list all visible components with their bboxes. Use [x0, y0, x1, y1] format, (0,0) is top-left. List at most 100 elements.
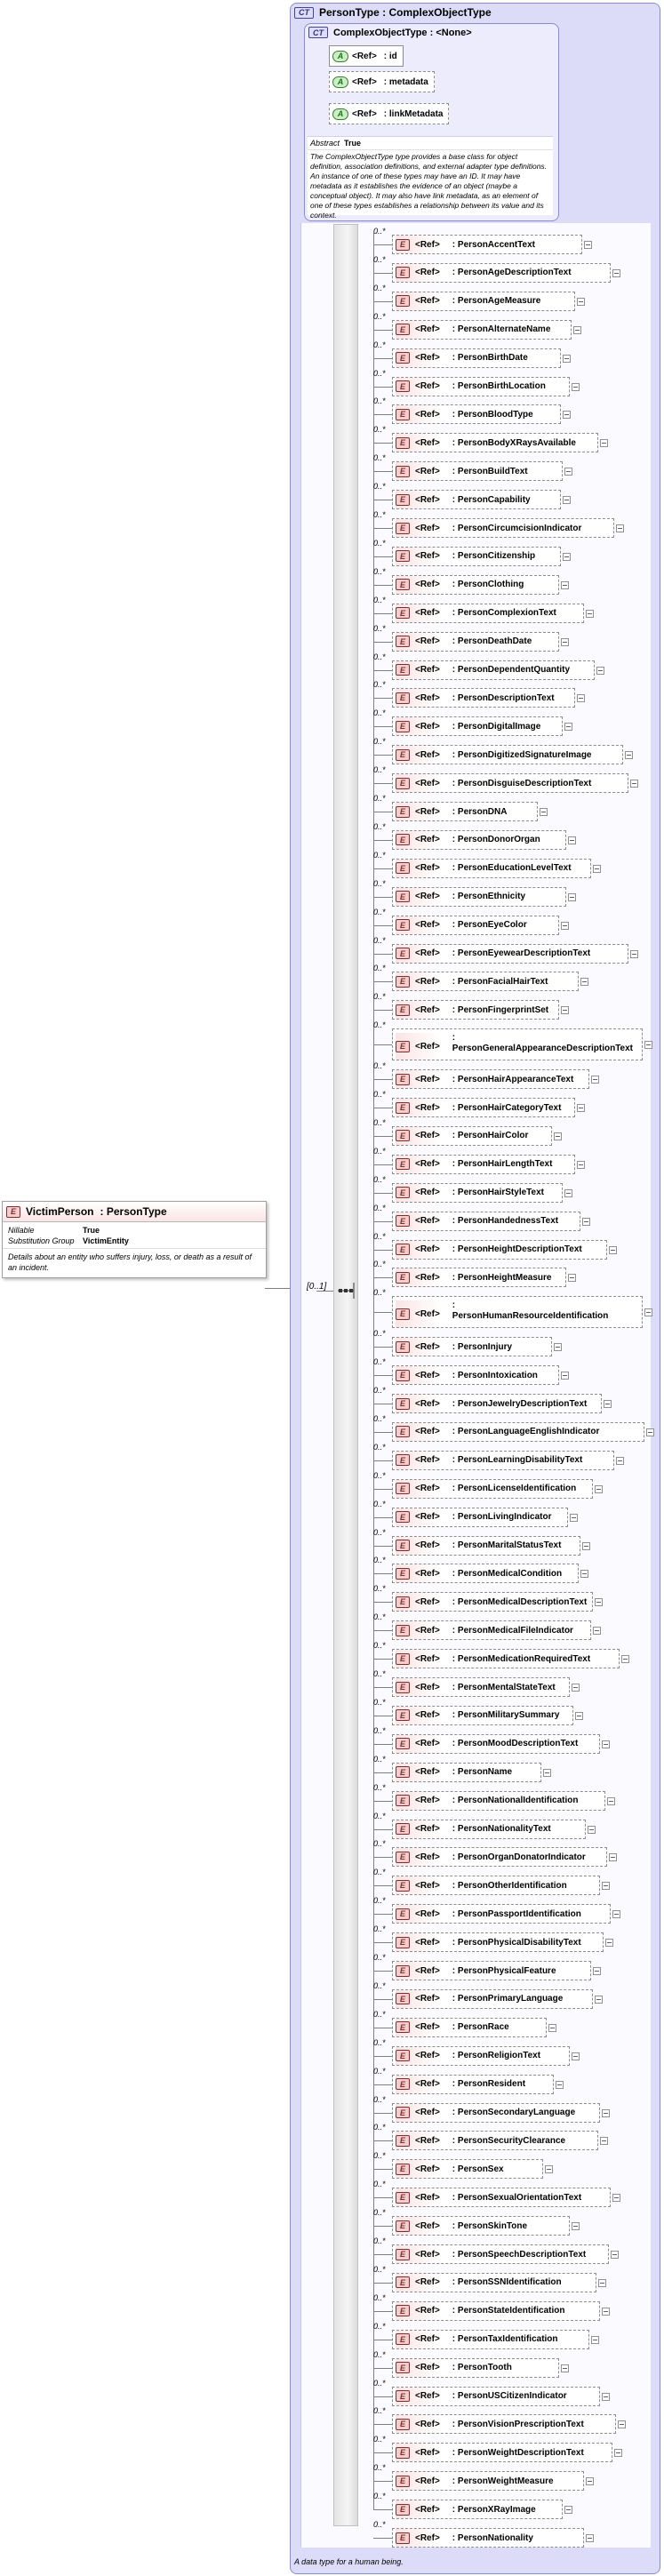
expand-icon[interactable]	[564, 2506, 572, 2515]
element-row[interactable]: E<Ref>: PersonResident	[392, 2074, 554, 2094]
expand-icon[interactable]	[570, 1513, 578, 1522]
element-row[interactable]: E<Ref>: PersonDescriptionText	[392, 688, 575, 708]
expand-icon[interactable]	[564, 723, 572, 732]
element-row[interactable]: E<Ref>: PersonAgeDescriptionText	[392, 262, 611, 283]
expand-icon[interactable]	[543, 1768, 551, 1777]
element-row[interactable]: E<Ref>: PersonMedicalCondition	[392, 1564, 579, 1584]
expand-icon[interactable]	[602, 2108, 610, 2117]
element-row[interactable]: E<Ref>: PersonDigitalImage	[392, 716, 563, 737]
element-row[interactable]: E<Ref>: PersonSexualOrientationText	[392, 2188, 611, 2208]
element-row[interactable]: E<Ref>: PersonPassportIdentification	[392, 1904, 611, 1924]
element-row[interactable]: E<Ref>: PersonNationality	[392, 2528, 584, 2548]
element-row[interactable]: E<Ref>: PersonMedicalFileIndicator	[392, 1620, 591, 1641]
expand-icon[interactable]	[616, 524, 624, 532]
expand-icon[interactable]	[586, 2477, 594, 2486]
element-row[interactable]: E<Ref>: PersonUSCitizenIndicator	[392, 2386, 600, 2406]
element-row[interactable]: E<Ref>: PersonJewelryDescriptionText	[392, 1394, 602, 1413]
expand-icon[interactable]	[572, 2052, 580, 2060]
element-row[interactable]: E<Ref>: PersonWeightMeasure	[392, 2471, 584, 2492]
expand-icon[interactable]	[568, 1274, 576, 1283]
element-row[interactable]: E<Ref>: PersonNationalIdentification	[392, 1790, 605, 1811]
expand-icon[interactable]	[582, 1541, 590, 1550]
expand-icon[interactable]	[595, 1995, 603, 2004]
expand-icon[interactable]	[568, 892, 576, 901]
expand-icon[interactable]	[605, 1939, 613, 1948]
element-row[interactable]: E<Ref>: PersonWeightDescriptionText	[392, 2443, 612, 2463]
expand-icon[interactable]	[602, 1740, 610, 1748]
expand-icon[interactable]	[607, 1796, 615, 1805]
expand-icon[interactable]	[556, 2080, 564, 2089]
element-row[interactable]: E<Ref>: PersonMaritalStatusText	[392, 1535, 580, 1556]
element-row[interactable]: E<Ref>: PersonOrganDonatorIndicator	[392, 1847, 607, 1868]
expand-icon[interactable]	[598, 2278, 606, 2287]
element-row[interactable]: E<Ref>: PersonDependentQuantity	[392, 660, 595, 680]
expand-icon[interactable]	[612, 268, 620, 277]
expand-icon[interactable]	[595, 1484, 603, 1493]
expand-icon[interactable]	[548, 2023, 556, 2032]
element-row[interactable]: E<Ref>: PersonSecondaryLanguage	[392, 2102, 600, 2123]
expand-icon[interactable]	[561, 580, 569, 589]
expand-icon[interactable]	[644, 1041, 652, 1050]
expand-icon[interactable]	[630, 780, 638, 788]
element-row[interactable]: E<Ref>: PersonHeightDescriptionText	[392, 1239, 607, 1260]
expand-icon[interactable]	[602, 2307, 610, 2316]
element-row[interactable]: E<Ref>: PersonGeneralAppearanceDescripti…	[392, 1028, 643, 1061]
expand-icon[interactable]	[564, 468, 572, 476]
element-row[interactable]: E<Ref>: PersonDisguiseDescriptionText	[392, 773, 628, 794]
element-row[interactable]: E<Ref>: PersonCitizenship	[392, 546, 561, 566]
expand-icon[interactable]	[604, 1400, 612, 1408]
expand-icon[interactable]	[586, 2534, 594, 2542]
expand-icon[interactable]	[646, 1428, 654, 1436]
element-row[interactable]: E<Ref>: PersonTooth	[392, 2357, 559, 2378]
expand-icon[interactable]	[625, 751, 633, 760]
expand-icon[interactable]	[595, 1598, 603, 1607]
expand-icon[interactable]	[561, 1372, 569, 1380]
expand-icon[interactable]	[596, 666, 604, 675]
expand-icon[interactable]	[612, 2194, 620, 2203]
expand-icon[interactable]	[580, 978, 588, 987]
element-row[interactable]: E<Ref>: PersonHeightMeasure	[392, 1268, 566, 1288]
element-row[interactable]: E<Ref>: PersonCircumcisionIndicator	[392, 518, 614, 538]
element-row[interactable]: E<Ref>: PersonHumanResourceIdentificatio…	[392, 1296, 643, 1329]
expand-icon[interactable]	[616, 1456, 624, 1465]
expand-icon[interactable]	[614, 2449, 622, 2458]
expand-icon[interactable]	[630, 949, 638, 958]
expand-icon[interactable]	[575, 1711, 583, 1720]
element-row[interactable]: E<Ref>: PersonMilitarySummary	[392, 1705, 573, 1725]
element-row[interactable]: E<Ref>: PersonCapability	[392, 490, 561, 510]
expand-icon[interactable]	[572, 382, 580, 391]
root-element-box[interactable]: E VictimPerson : PersonType Nillable Tru…	[2, 1201, 267, 1278]
expand-icon[interactable]	[593, 864, 601, 873]
expand-icon[interactable]	[588, 1825, 596, 1834]
expand-icon[interactable]	[591, 2335, 599, 2344]
element-row[interactable]: E<Ref>: PersonTaxIdentification	[392, 2329, 589, 2349]
element-row[interactable]: E<Ref>: PersonRace	[392, 2017, 547, 2037]
expand-icon[interactable]	[561, 921, 569, 930]
element-row[interactable]: E<Ref>: PersonLearningDisabilityText	[392, 1450, 614, 1470]
expand-icon[interactable]	[573, 325, 581, 334]
element-row[interactable]: E<Ref>: PersonIntoxication	[392, 1365, 559, 1386]
attribute-link-metadata[interactable]: A <Ref> : linkMetadata	[329, 103, 450, 124]
element-row[interactable]: E<Ref>: PersonDigitizedSignatureImage	[392, 745, 623, 765]
element-row[interactable]: E<Ref>: PersonFacialHairText	[392, 972, 579, 992]
attribute-id[interactable]: A <Ref> : id	[329, 45, 404, 67]
expand-icon[interactable]	[568, 836, 576, 844]
element-row[interactable]: E<Ref>: PersonHairAppearanceText	[392, 1069, 589, 1090]
attribute-metadata[interactable]: A <Ref> : metadata	[329, 71, 435, 92]
expand-icon[interactable]	[561, 2364, 569, 2372]
element-row[interactable]: E<Ref>: PersonDeathDate	[392, 631, 559, 652]
element-row[interactable]: E<Ref>: PersonMentalStateText	[392, 1677, 570, 1697]
expand-icon[interactable]	[593, 1627, 601, 1636]
element-row[interactable]: E<Ref>: PersonNationalityText	[392, 1819, 586, 1839]
expand-icon[interactable]	[600, 439, 608, 448]
element-row[interactable]: E<Ref>: PersonEducationLevelText	[392, 858, 591, 878]
element-row[interactable]: E<Ref>: PersonOtherIdentification	[392, 1876, 600, 1896]
expand-icon[interactable]	[577, 297, 585, 306]
expand-icon[interactable]	[612, 1910, 620, 1919]
element-row[interactable]: E<Ref>: PersonHandednessText	[392, 1211, 580, 1231]
expand-icon[interactable]	[602, 1882, 610, 1891]
expand-icon[interactable]	[602, 2392, 610, 2401]
expand-icon[interactable]	[621, 1655, 629, 1664]
element-row[interactable]: E<Ref>: PersonPhysicalFeature	[392, 1961, 591, 1980]
expand-icon[interactable]	[563, 411, 571, 420]
